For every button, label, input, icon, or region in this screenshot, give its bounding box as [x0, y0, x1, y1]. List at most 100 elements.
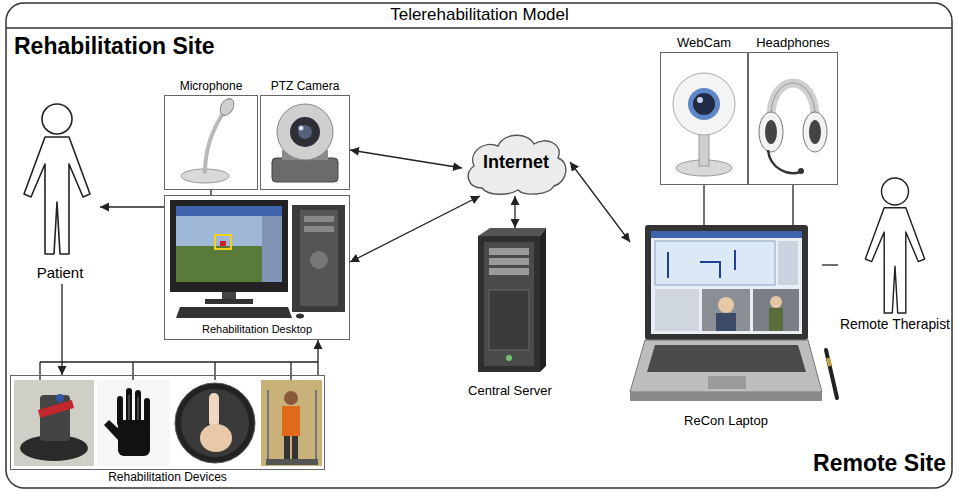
drawing-part: [753, 289, 799, 331]
drawing-part: [478, 236, 540, 372]
node-label: Headphones: [756, 36, 830, 51]
drawing-part: [798, 168, 804, 174]
drawing-part: [759, 112, 783, 152]
rehabilitation-device-photos: [14, 380, 322, 466]
drawing-part: [478, 228, 546, 236]
drawing-part: [769, 308, 783, 331]
drawing-part: [300, 210, 338, 306]
region-label: Rehabilitation Site: [14, 33, 215, 59]
server-node: Central Server: [460, 228, 560, 402]
drawing-part: [132, 362, 133, 380]
headphones-icon: [759, 83, 827, 174]
server-icon: [478, 228, 546, 372]
drawing-part: [14, 380, 94, 466]
drawing-part: [268, 390, 316, 460]
drawing-part: [647, 345, 806, 372]
drawing-part: [129, 395, 138, 420]
drawing-part: [262, 216, 282, 282]
drawing-part: [173, 380, 258, 466]
drawing-part: [277, 104, 333, 160]
drawing-part: [56, 394, 64, 402]
computer-node: ReCon Laptop: [630, 225, 822, 432]
drawing-part: [655, 241, 775, 285]
drawing-part: [217, 96, 236, 118]
drawing-part: [809, 120, 821, 144]
person-node: Patient: [20, 104, 100, 284]
node-label: Internet: [483, 152, 549, 173]
drawing-part: [290, 362, 291, 380]
desktop-computer-icon: [170, 200, 345, 319]
drawing-part: [209, 393, 219, 427]
node-label: Rehabilitation Desktop: [202, 323, 312, 336]
drawing-part: [292, 205, 345, 312]
patient-figure: [24, 104, 90, 254]
device-box: Headphones: [748, 52, 838, 185]
connector-line: [100, 206, 164, 207]
drawing-part: [298, 125, 312, 139]
device-box: Microphone: [164, 95, 258, 190]
node-label: Patient: [37, 264, 84, 281]
drawing-part: [645, 225, 808, 340]
drawing-part: [699, 132, 709, 166]
drawing-part: [40, 395, 70, 441]
drawing-part: [688, 88, 720, 120]
drawing-part: [304, 216, 334, 222]
outer-frame: [6, 3, 952, 488]
cloud-shape: [468, 135, 566, 194]
connector-line: [570, 162, 630, 242]
drawing-part: [489, 258, 529, 265]
drawing-part: [770, 296, 782, 308]
drawing-part: [865, 178, 924, 313]
computer-box: Rehabilitation Desktop: [164, 195, 350, 340]
drawing-part: [484, 242, 534, 366]
drawing-part: [716, 313, 736, 331]
node-label: Rehabilitation Devices: [108, 471, 227, 485]
node-label: PTZ Camera: [271, 80, 340, 94]
drawing-part: [117, 396, 123, 426]
drawing-part: [655, 289, 699, 331]
drawing-part: [702, 289, 750, 331]
drawing-part: [299, 126, 304, 131]
node-label: WebCam: [677, 36, 731, 51]
webcam-icon: [673, 73, 735, 176]
drawing-part: [181, 389, 249, 457]
network-cloud: Internet: [462, 128, 570, 196]
drawing-part: [284, 391, 298, 405]
pen-icon: [826, 350, 837, 398]
drawing-part: [6, 3, 952, 488]
drawing-part: [651, 231, 802, 334]
drawing-part: [282, 406, 300, 436]
drawing-part: [205, 299, 253, 304]
drawing-part: [6, 27, 952, 29]
drawing-part: [310, 251, 328, 269]
therapist-figure: [865, 178, 924, 313]
drawing-part: [630, 340, 822, 392]
diagram-title: Telerehabilitation Model: [0, 5, 959, 25]
drawing-part: [40, 361, 318, 362]
drawing-part: [215, 235, 231, 249]
node-label: ReCon Laptop: [684, 414, 768, 429]
drawing-part: [540, 228, 546, 372]
drawing-part: [176, 206, 282, 216]
drawing-part: [205, 112, 224, 172]
drawing-part: [261, 380, 322, 466]
drawing-part: [38, 400, 74, 418]
drawing-part: [304, 226, 334, 232]
drawing-part: [489, 248, 529, 255]
drawing-part: [489, 268, 529, 275]
drawing-part: [39, 362, 40, 380]
node-label: Central Server: [468, 384, 552, 399]
drawing-part: [778, 241, 798, 285]
drawing-part: [266, 459, 318, 465]
drawing-part: [176, 307, 292, 318]
drawing-part: [651, 231, 802, 238]
connector-line: [703, 185, 704, 225]
drawing-part: [272, 158, 338, 182]
drawing-part: [222, 292, 236, 300]
drawing-part: [175, 383, 255, 463]
drawing-part: [708, 376, 746, 389]
drawing-part: [673, 73, 735, 135]
drawing-part: [768, 150, 800, 173]
